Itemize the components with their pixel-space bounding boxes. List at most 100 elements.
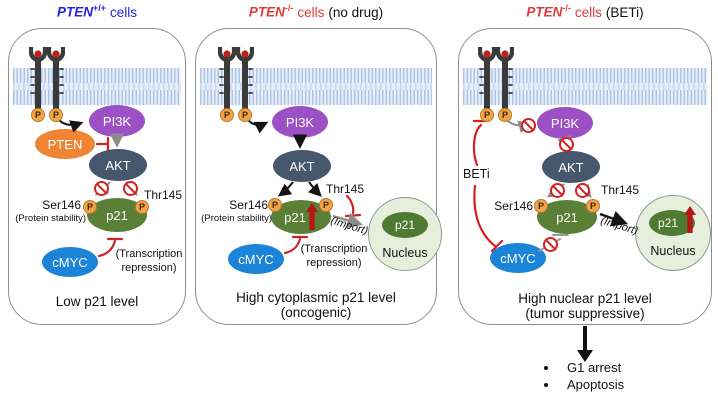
ligand-activation-arrow	[247, 119, 269, 134]
title-condition-text: (BETi)	[605, 4, 644, 20]
cmyc-node: cMYC	[490, 243, 546, 273]
nucleus-label: Nucleus	[650, 244, 696, 258]
pten-inhibition-bar	[95, 136, 110, 152]
phospho-icon: P	[83, 200, 97, 214]
ligand-dot-icon	[501, 50, 509, 58]
repression-line2: repression)	[306, 256, 362, 269]
ser146-label: Ser146	[494, 199, 533, 213]
title-cells-text: cells	[297, 4, 325, 20]
cmyc-node: cMYC	[42, 247, 98, 277]
protein-stability-note: (Protein stability)	[15, 213, 86, 224]
thr145-import-inhibition-bar	[344, 194, 362, 218]
gene-name: PTEN	[526, 4, 563, 20]
genotype-superscript: +/+	[92, 3, 106, 13]
phospho-icon: P	[480, 108, 494, 122]
panel2-caption-line1: High cytoplasmic p21 level	[236, 290, 396, 305]
title-condition-text: (no drug)	[328, 4, 384, 20]
lipid-bilayer-middle	[13, 83, 181, 90]
panel1-title: PTEN+/+ cells	[8, 3, 186, 20]
outcome-item-apoptosis: Apoptosis	[559, 377, 624, 392]
repression-line2: repression)	[121, 261, 177, 274]
panel-pten-null-nodrug-cell: P P PI3K AKT Ser146 (Protein stability) …	[195, 28, 442, 325]
p21-increase-arrow-icon	[684, 206, 696, 233]
panel3-caption-line1: High nuclear p21 level	[518, 291, 652, 306]
ligand-dot-icon	[34, 50, 42, 58]
phospho-icon: P	[49, 108, 63, 122]
panel3-title: PTEN-/-cells(BETi)	[458, 3, 712, 20]
blocked-phosphorylation-icon	[550, 183, 565, 198]
transcription-repression-note: (Transcription repression)	[107, 248, 191, 275]
ligand-dot-icon	[483, 50, 491, 58]
panel3-caption-line2: (tumor suppressive)	[525, 306, 645, 321]
receptor-icon	[478, 47, 514, 114]
nuclear-p21-node: p21	[382, 212, 428, 238]
blocked-repression-icon	[543, 237, 558, 252]
transcription-repression-note: (Transcription repression)	[292, 243, 376, 270]
title-cells-text: cells	[110, 4, 138, 20]
akt-ser146-arrow	[277, 181, 294, 197]
repression-line1: (Transcription	[115, 248, 183, 260]
beti-label: BETi	[463, 167, 490, 181]
receptor-icon	[218, 47, 254, 114]
pi3k-node: PI3K	[537, 107, 593, 139]
lipid-bilayer-bottom	[463, 90, 707, 105]
panel-pten-null-beti-cell: P P PI3K AKT BETi Ser146 Thr145 P P p21 …	[458, 28, 712, 325]
import-label: (Import)	[599, 214, 640, 238]
lipid-bilayer-middle	[200, 83, 432, 90]
phospho-icon: P	[498, 108, 512, 122]
phospho-icon: P	[135, 200, 149, 214]
pi3k-node: PI3K	[89, 105, 145, 137]
panel2-caption-line2: (oncogenic)	[280, 305, 352, 320]
phospho-icon: P	[319, 198, 333, 212]
akt-thr145-arrow	[308, 181, 322, 197]
genotype-superscript: -/-	[284, 3, 294, 13]
beti-cmyc-inhibition-bar	[473, 184, 504, 253]
blocked-signal-icon	[521, 118, 536, 133]
ligand-dot-icon	[52, 50, 60, 58]
lipid-bilayer-top	[200, 68, 432, 83]
thr145-label: Thr145	[144, 188, 183, 202]
akt-node: AKT	[542, 151, 600, 183]
gene-name: PTEN	[56, 4, 93, 20]
lipid-bilayer-middle	[463, 83, 707, 90]
cell-membrane	[200, 68, 432, 105]
lipid-bilayer-bottom	[200, 90, 432, 105]
nucleus-label: Nucleus	[382, 246, 428, 260]
cmyc-node: cMYC	[228, 244, 284, 274]
pten-node: PTEN	[35, 129, 95, 159]
phospho-icon: P	[268, 198, 282, 212]
protein-stability-note: (Protein stability)	[201, 213, 272, 224]
blocked-phosphorylation-icon	[123, 181, 138, 196]
thr145-label: Thr145	[326, 182, 365, 196]
pi3k-node: PI3K	[272, 106, 328, 138]
ligand-dot-icon	[241, 50, 249, 58]
ser146-label: Ser146	[229, 198, 268, 212]
panel-pten-wildtype-cell: P P PI3K PTEN AKT Ser146 (Protein stabil…	[8, 28, 186, 325]
phospho-icon: P	[534, 199, 548, 213]
title-cells-text: cells	[574, 4, 602, 20]
receptor-icon	[29, 47, 65, 114]
thr145-label: Thr145	[601, 183, 640, 197]
repression-line1: (Transcription	[300, 243, 368, 255]
phospho-icon: P	[220, 108, 234, 122]
lipid-bilayer-top	[463, 68, 707, 83]
ser146-label: Ser146	[42, 198, 81, 212]
gene-name: PTEN	[248, 4, 285, 20]
phospho-icon: P	[586, 199, 600, 213]
outcome-arrow-icon	[577, 326, 593, 362]
import-label: (Import)	[329, 214, 370, 238]
panel2-title: PTEN-/-cells(no drug)	[195, 3, 437, 20]
panel1-caption: Low p21 level	[55, 294, 139, 309]
blocked-signal-icon	[559, 137, 574, 152]
genotype-superscript: -/-	[562, 3, 571, 13]
beti-receptor-inhibition-bar	[472, 119, 490, 167]
blocked-phosphorylation-icon	[94, 181, 109, 196]
phospho-icon: P	[31, 108, 45, 122]
phospho-icon: P	[238, 108, 252, 122]
outcome-item-g1-arrest: G1 arrest	[559, 360, 624, 375]
ligand-activation-arrow	[58, 119, 84, 133]
ligand-dot-icon	[223, 50, 231, 58]
akt-node: AKT	[273, 150, 331, 182]
blocked-phosphorylation-icon	[575, 183, 590, 198]
